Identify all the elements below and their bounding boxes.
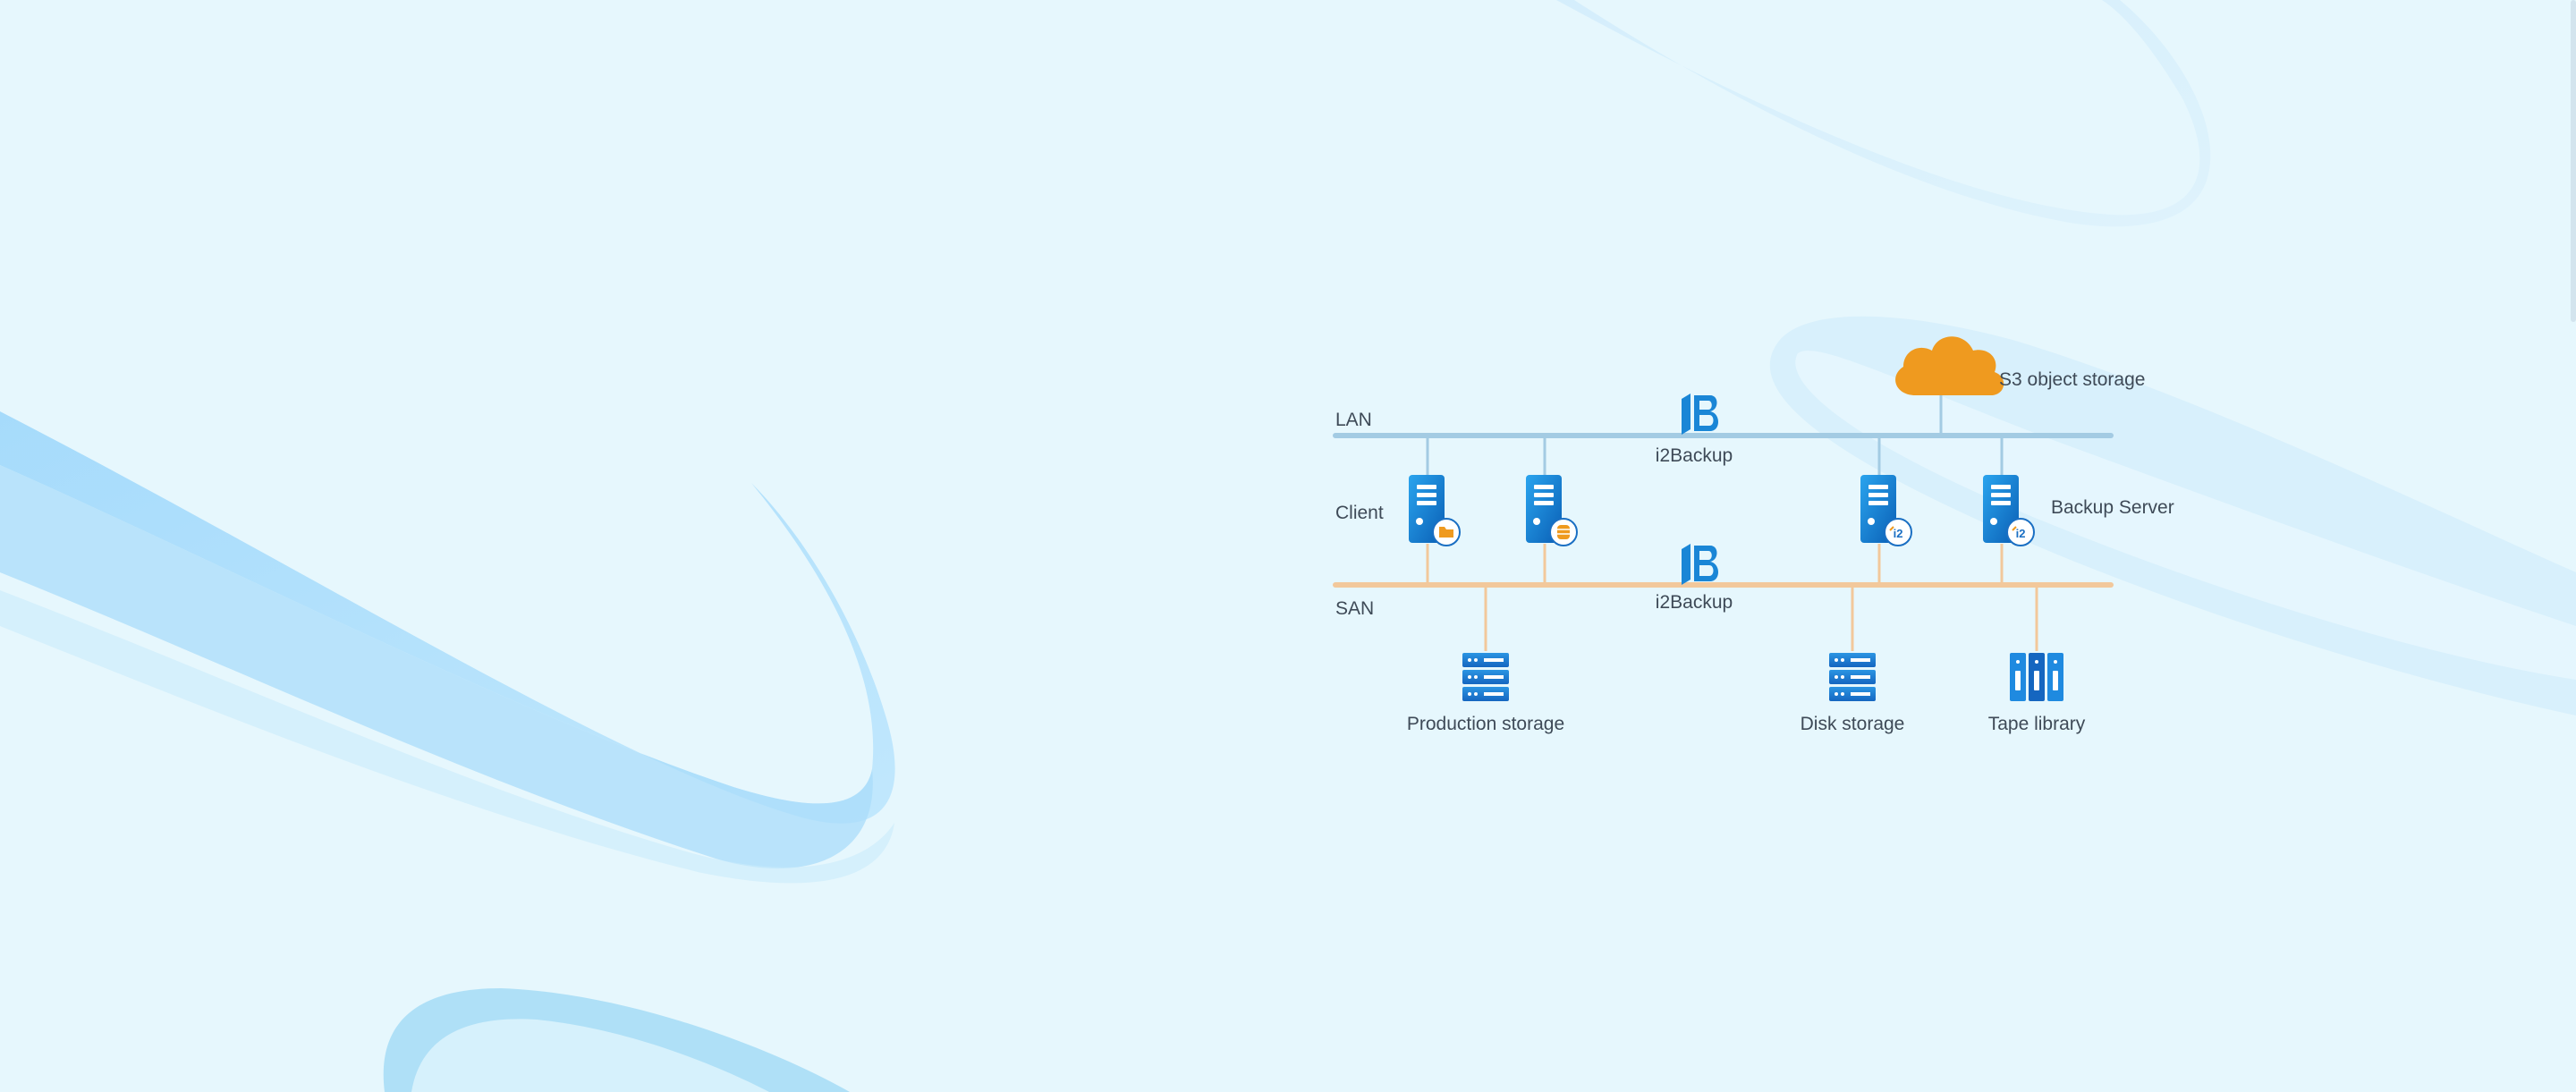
i2-badge-text: i2 bbox=[1894, 527, 1903, 540]
page-scrollbar[interactable] bbox=[2571, 0, 2576, 322]
i2-badge-icon: i2 bbox=[1884, 518, 1912, 546]
disk-storage-label: Disk storage bbox=[1801, 714, 1905, 734]
i2backup-logo-icon bbox=[1682, 544, 1718, 585]
i2-badge-text: i2 bbox=[2016, 527, 2026, 540]
san-connectors bbox=[1426, 544, 2038, 651]
lan-connectors bbox=[1426, 394, 2004, 475]
client-server-1 bbox=[1409, 475, 1461, 546]
tape-library-label: Tape library bbox=[1988, 714, 2086, 734]
i2backup-lan-label: i2Backup bbox=[1656, 445, 1733, 466]
client-server-2 bbox=[1526, 475, 1578, 546]
s3-object-storage-label: S3 object storage bbox=[1999, 369, 2145, 390]
i2backup-san-label: i2Backup bbox=[1656, 592, 1733, 613]
disk-storage-icon bbox=[1829, 653, 1876, 701]
production-storage-label: Production storage bbox=[1407, 714, 1564, 734]
folder-badge-icon bbox=[1432, 518, 1461, 546]
lan-label: LAN bbox=[1335, 410, 1372, 430]
backup-server-2: i2 bbox=[1983, 475, 2035, 546]
i2backup-logo-icon bbox=[1682, 394, 1718, 435]
backup-server-1: i2 bbox=[1860, 475, 1912, 546]
database-badge-icon bbox=[1549, 518, 1578, 546]
cloud-icon bbox=[1895, 336, 2004, 395]
san-label: SAN bbox=[1335, 598, 1374, 619]
i2-badge-icon: i2 bbox=[2006, 518, 2035, 546]
backup-server-label: Backup Server bbox=[2051, 497, 2174, 518]
tape-library-icon bbox=[2010, 653, 2063, 701]
client-label: Client bbox=[1335, 503, 1384, 523]
production-storage-icon bbox=[1462, 653, 1509, 701]
